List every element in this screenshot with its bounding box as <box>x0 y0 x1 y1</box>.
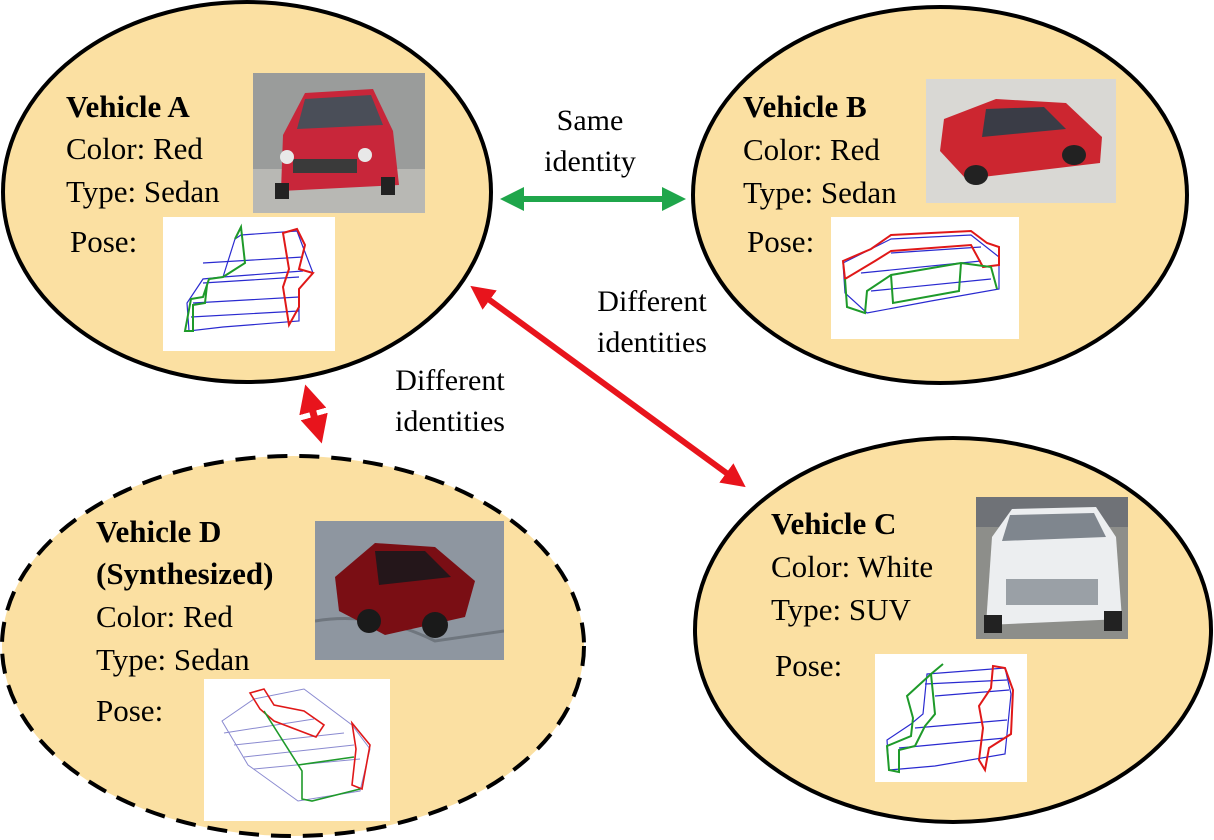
vehicle-b-color: Color: Red <box>743 132 880 167</box>
vehicle-b-pose-wireframe <box>831 217 1019 339</box>
same-identity-label: Same identity <box>540 100 640 182</box>
different-identities-label-ad: Different identities <box>380 360 520 442</box>
relation-label-line: Same <box>556 104 624 137</box>
relation-label-line: identity <box>544 145 636 178</box>
vehicle-b-title: Vehicle B <box>743 89 867 124</box>
vehicle-a-title: Vehicle A <box>66 89 190 124</box>
vehicle-d-title-line1: Vehicle D <box>96 514 222 549</box>
vehicle-d-type: Type: Sedan <box>96 642 250 677</box>
vehicle-c-pose-wireframe <box>875 654 1027 782</box>
different-identities-arrow-ac <box>470 285 746 488</box>
vehicle-a-pose-label: Pose: <box>70 224 138 259</box>
relation-label-line: identities <box>597 326 707 359</box>
vehicle-d-pose-wireframe <box>204 679 390 821</box>
vehicle-a-type: Type: Sedan <box>66 174 220 209</box>
vehicle-c-color: Color: White <box>771 549 934 584</box>
different-identities-arrow-ad <box>299 384 328 444</box>
vehicle-c-pose-label: Pose: <box>775 648 843 683</box>
vehicle-c-title: Vehicle C <box>771 506 897 541</box>
vehicle-c-photo <box>976 497 1128 639</box>
vehicle-b-photo <box>926 79 1116 203</box>
vehicle-a-photo <box>253 73 425 213</box>
vehicle-b-type: Type: Sedan <box>743 175 897 210</box>
vehicle-a-pose-wireframe <box>163 217 335 351</box>
relation-label-line: identities <box>395 405 505 438</box>
vehicle-d-pose-label: Pose: <box>96 693 164 728</box>
vehicle-d-photo <box>315 521 504 660</box>
vehicle-c-type: Type: SUV <box>771 592 911 627</box>
vehicle-d-color: Color: Red <box>96 599 233 634</box>
vehicle-d-title-line2: (Synthesized) <box>96 556 274 591</box>
vehicle-b-pose-label: Pose: <box>747 224 815 259</box>
relation-label-line: Different <box>395 364 505 397</box>
different-identities-label-ac: Different identities <box>582 281 722 363</box>
relation-label-line: Different <box>597 285 707 318</box>
vehicle-a-color: Color: Red <box>66 131 203 166</box>
